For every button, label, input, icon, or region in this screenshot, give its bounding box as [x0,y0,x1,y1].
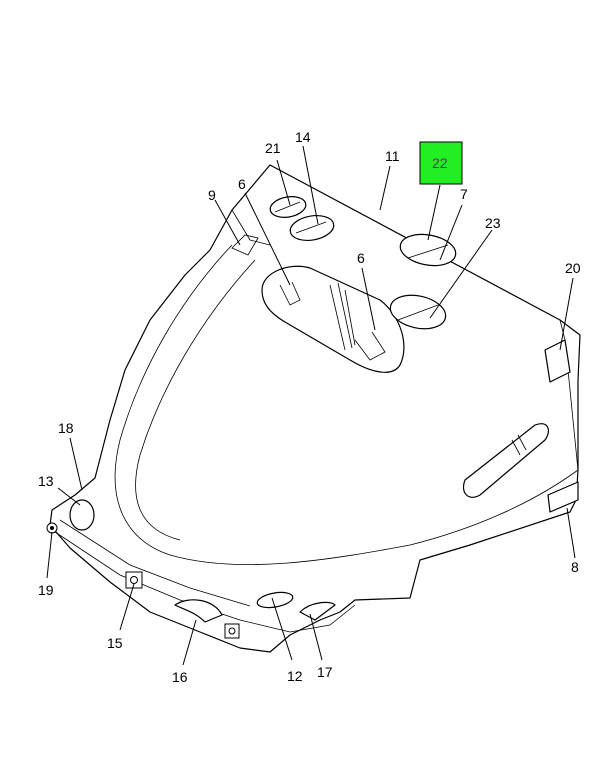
callout-19: 19 [38,582,54,598]
hood-top-edge [231,209,271,246]
callout-14: 14 [295,129,311,145]
fastener-15 [125,571,143,589]
callout-9: 9 [208,187,216,203]
fastener-19 [46,522,58,534]
fastener-lower-right [224,623,240,639]
callout-7: 7 [460,186,468,202]
hood-skirt-inner [59,519,251,607]
vent-oval-14 [289,214,335,242]
hood-nose-curve [114,244,579,565]
pocket-13 [69,499,95,531]
vent-oval-7 [399,233,457,267]
cutout-inner-frame-left [279,281,301,306]
cutout-inner-frame-bars [329,282,356,351]
callout-20: 20 [565,260,581,276]
callout-23: 23 [485,215,501,231]
slot-17 [299,601,336,621]
leader-lines [46,145,576,666]
callout-21: 21 [265,140,281,156]
callout-8: 8 [571,559,579,575]
callout-6-left: 6 [238,176,246,192]
highlight-box-22[interactable] [419,141,463,185]
callout-11: 11 [385,148,400,164]
callout-6-center: 6 [357,250,365,266]
callout-22: 22 [432,155,448,171]
tab-8 [547,481,579,513]
callout-18: 18 [58,420,74,436]
hood-nose-curve-inner [135,259,256,541]
cutout-inner-frame-right [354,331,386,361]
strip-16 [174,599,223,623]
callout-15: 15 [107,635,123,651]
side-recess [462,423,549,498]
center-cutout [261,265,405,373]
vent-oval-23 [389,294,447,330]
notch-9 [231,234,259,256]
slot-12 [256,591,294,609]
callout-16: 16 [172,669,188,685]
callout-17: 17 [317,664,333,680]
callout-12: 12 [287,668,303,684]
callout-13: 13 [38,473,54,489]
hood-skirt [51,529,356,633]
callout-labels: 21 14 11 22 7 23 9 6 6 20 18 13 19 15 16… [38,129,581,685]
bracket-20 [544,339,571,383]
